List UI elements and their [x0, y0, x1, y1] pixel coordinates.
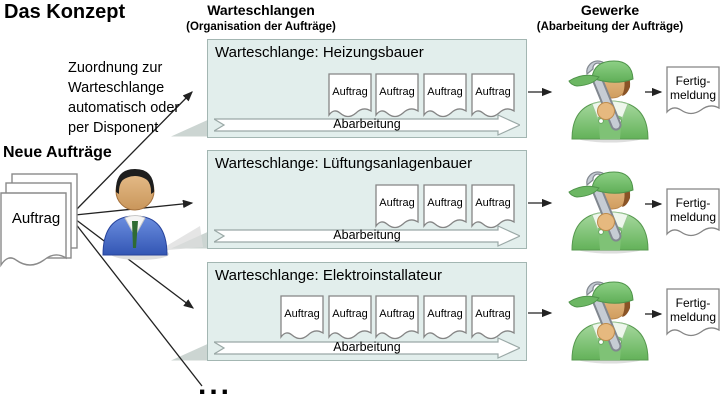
worker-icon [568, 281, 649, 364]
order-document: Auftrag [280, 295, 324, 342]
order-document: Auftrag [375, 295, 419, 342]
order-document-label: Auftrag [332, 308, 368, 320]
box-shadow [171, 342, 212, 361]
box-shadow [171, 118, 212, 137]
assignment-annotation: Zuordnung zur Warteschlange automatisch … [68, 60, 180, 136]
order-document-icon [423, 184, 467, 229]
more-queues-ellipsis: ... [198, 368, 233, 400]
order-document: Auftrag [423, 73, 467, 120]
process-arrow-icon [214, 225, 520, 247]
order-stack-label: Auftrag [11, 210, 61, 227]
new-orders-label: Neue Aufträge [3, 144, 112, 161]
queue-title: Warteschlange: Lüftungsanlagenbauer [215, 155, 473, 172]
queues-header-line1: Warteschlangen [207, 2, 315, 18]
worker-icon [568, 60, 649, 143]
completion-report: Fertig- meldung [666, 288, 720, 342]
queue-title: Warteschlange: Elektroinstallateur [215, 267, 443, 284]
order-document-icon [423, 295, 467, 340]
order-document-label: Auftrag [284, 308, 320, 320]
page-title: Das Konzept [4, 1, 126, 23]
completion-document-icon [666, 288, 720, 337]
order-document-icon [375, 295, 419, 340]
completion-report-label: Fertig- meldung [669, 296, 717, 324]
queue-box-heizungsbauer: Warteschlange: Heizungsbauer Auftrag Auf… [207, 39, 527, 138]
order-document-label: Auftrag [427, 308, 463, 320]
order-document: Auftrag [375, 184, 419, 231]
trades-header-line2: (Abarbeitung der Aufträge) [536, 20, 684, 33]
order-document-label: Auftrag [379, 308, 415, 320]
worker-icon [568, 171, 649, 254]
queues-header-line2: (Organisation der Aufträge) [186, 20, 336, 33]
queue-title: Warteschlange: Heizungsbauer [215, 44, 424, 61]
order-document-icon [375, 184, 419, 229]
order-document-label: Auftrag [379, 197, 415, 209]
completion-report: Fertig- meldung [666, 188, 720, 242]
trades-column-header: Gewerke (Abarbeitung der Aufträge) [524, 2, 696, 34]
order-document-icon [471, 184, 515, 229]
order-document: Auftrag [471, 295, 515, 342]
order-document-label: Auftrag [475, 197, 511, 209]
order-document-label: Auftrag [427, 86, 463, 98]
order-document-icon [375, 73, 419, 118]
process-arrow-label: Abarbeitung [333, 117, 401, 131]
order-document: Auftrag [423, 184, 467, 231]
queues-column-header: Warteschlangen (Organisation der Aufträg… [186, 2, 336, 34]
process-arrow-label: Abarbeitung [333, 340, 401, 354]
order-document: Auftrag [471, 184, 515, 231]
order-document: Auftrag [328, 73, 372, 120]
completion-document-icon [666, 188, 720, 237]
process-arrow-label: Abarbeitung [333, 228, 401, 242]
order-document: Auftrag [471, 73, 515, 120]
trades-header-line1: Gewerke [580, 2, 640, 18]
order-document-icon [423, 73, 467, 118]
queue-box-elektroinstallateur: Warteschlange: Elektroinstallateur Auftr… [207, 262, 527, 361]
order-document: Auftrag [328, 295, 372, 342]
order-document-icon [471, 295, 515, 340]
order-document-label: Auftrag [475, 86, 511, 98]
order-document-label: Auftrag [427, 197, 463, 209]
order-document-label: Auftrag [379, 86, 415, 98]
dispatcher-icon [102, 169, 169, 260]
order-document: Auftrag [375, 73, 419, 120]
order-document-label: Auftrag [475, 308, 511, 320]
process-arrow-icon [214, 337, 520, 359]
completion-document-icon [666, 66, 720, 115]
completion-report-label: Fertig- meldung [669, 196, 717, 224]
process-arrow-icon [214, 114, 520, 136]
queue-box-lueftungsanlagenbauer: Warteschlange: Lüftungsanlagenbauer Auft… [207, 150, 527, 249]
completion-report: Fertig- meldung [666, 66, 720, 120]
completion-report-label: Fertig- meldung [669, 74, 717, 102]
dispatcher-shadow [158, 226, 203, 251]
order-stack-icon [0, 173, 78, 268]
order-document-icon [328, 73, 372, 118]
order-document-icon [471, 73, 515, 118]
order-document-label: Auftrag [332, 86, 368, 98]
order-document-icon [328, 295, 372, 340]
order-document-icon [280, 295, 324, 340]
order-document: Auftrag [423, 295, 467, 342]
